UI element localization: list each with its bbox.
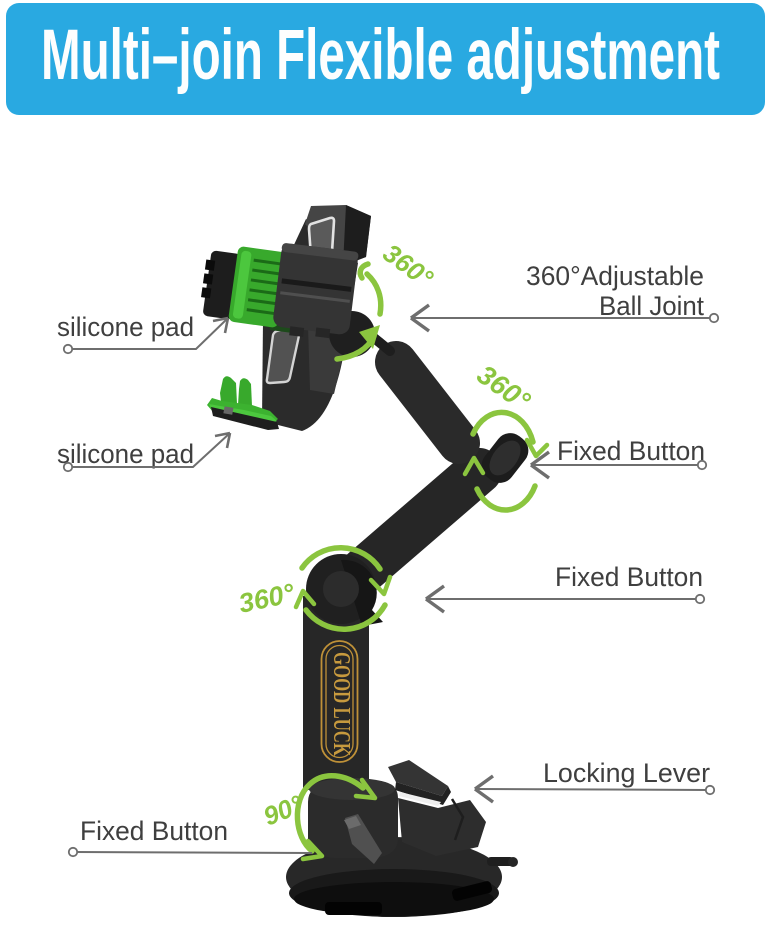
svg-text:360°Adjustable: 360°Adjustable (526, 261, 704, 291)
svg-text:Fixed Button: Fixed Button (555, 562, 703, 592)
svg-text:silicone pad: silicone pad (57, 312, 194, 342)
svg-text:Locking Lever: Locking Lever (543, 758, 710, 788)
svg-text:Multi–join Flexible adjustment: Multi–join Flexible adjustment (41, 16, 720, 95)
svg-text:Ball Joint: Ball Joint (599, 291, 704, 321)
svg-text:GOOD LUCK: GOOD LUCK (328, 652, 354, 756)
svg-text:Fixed Button: Fixed Button (557, 436, 705, 466)
svg-text:silicone pad: silicone pad (57, 439, 194, 469)
svg-text:Fixed Button: Fixed Button (80, 816, 228, 846)
